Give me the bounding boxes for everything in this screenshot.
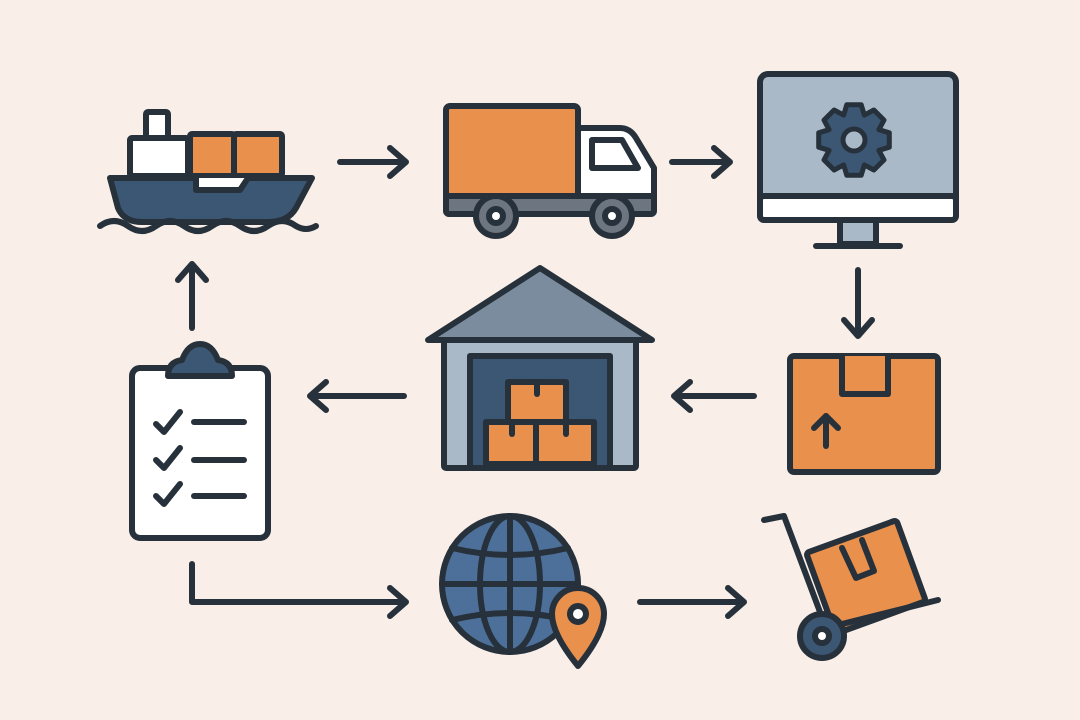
connector-globe-to-handtruck <box>637 585 747 619</box>
ship-icon <box>97 109 319 234</box>
connector-ship-to-truck <box>337 145 409 179</box>
connector-box-to-warehouse <box>671 379 757 413</box>
hand-truck-icon <box>761 513 941 661</box>
monitor-gear-icon <box>757 71 959 249</box>
connector-warehouse-to-clipboard <box>307 379 407 413</box>
connector-monitor-to-box <box>841 267 875 339</box>
globe-pin-icon <box>439 513 607 669</box>
gear-hub <box>840 126 868 154</box>
clipboard-icon <box>129 341 271 541</box>
connector-clipboard-to-ship <box>175 261 209 331</box>
connector-clipboard-to-globe <box>189 561 409 619</box>
warehouse-icon <box>425 265 655 471</box>
truck-icon <box>443 103 657 239</box>
connector-truck-to-monitor <box>669 145 733 179</box>
box-icon <box>787 353 941 475</box>
